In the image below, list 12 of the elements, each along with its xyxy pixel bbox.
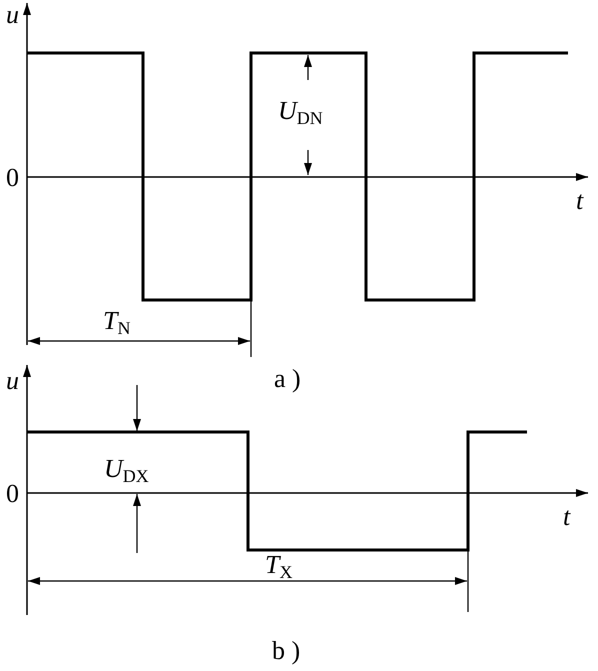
axis-label: u (6, 368, 19, 394)
axis-label: 0 (6, 481, 19, 507)
axis-label: T$_{X}$ (265, 552, 292, 584)
axis-label: b ) (272, 638, 300, 664)
axis-label: U$_{DN}$ (278, 98, 323, 130)
axis-label: U$_{DX}$ (104, 456, 149, 488)
axis-label: t (563, 504, 570, 530)
axis-label: 0 (6, 165, 19, 191)
axis-label: T$_{N}$ (103, 308, 130, 340)
axis-label: u (6, 2, 19, 28)
axis-label: t (576, 188, 584, 214)
axis-label: a ) (274, 366, 301, 392)
